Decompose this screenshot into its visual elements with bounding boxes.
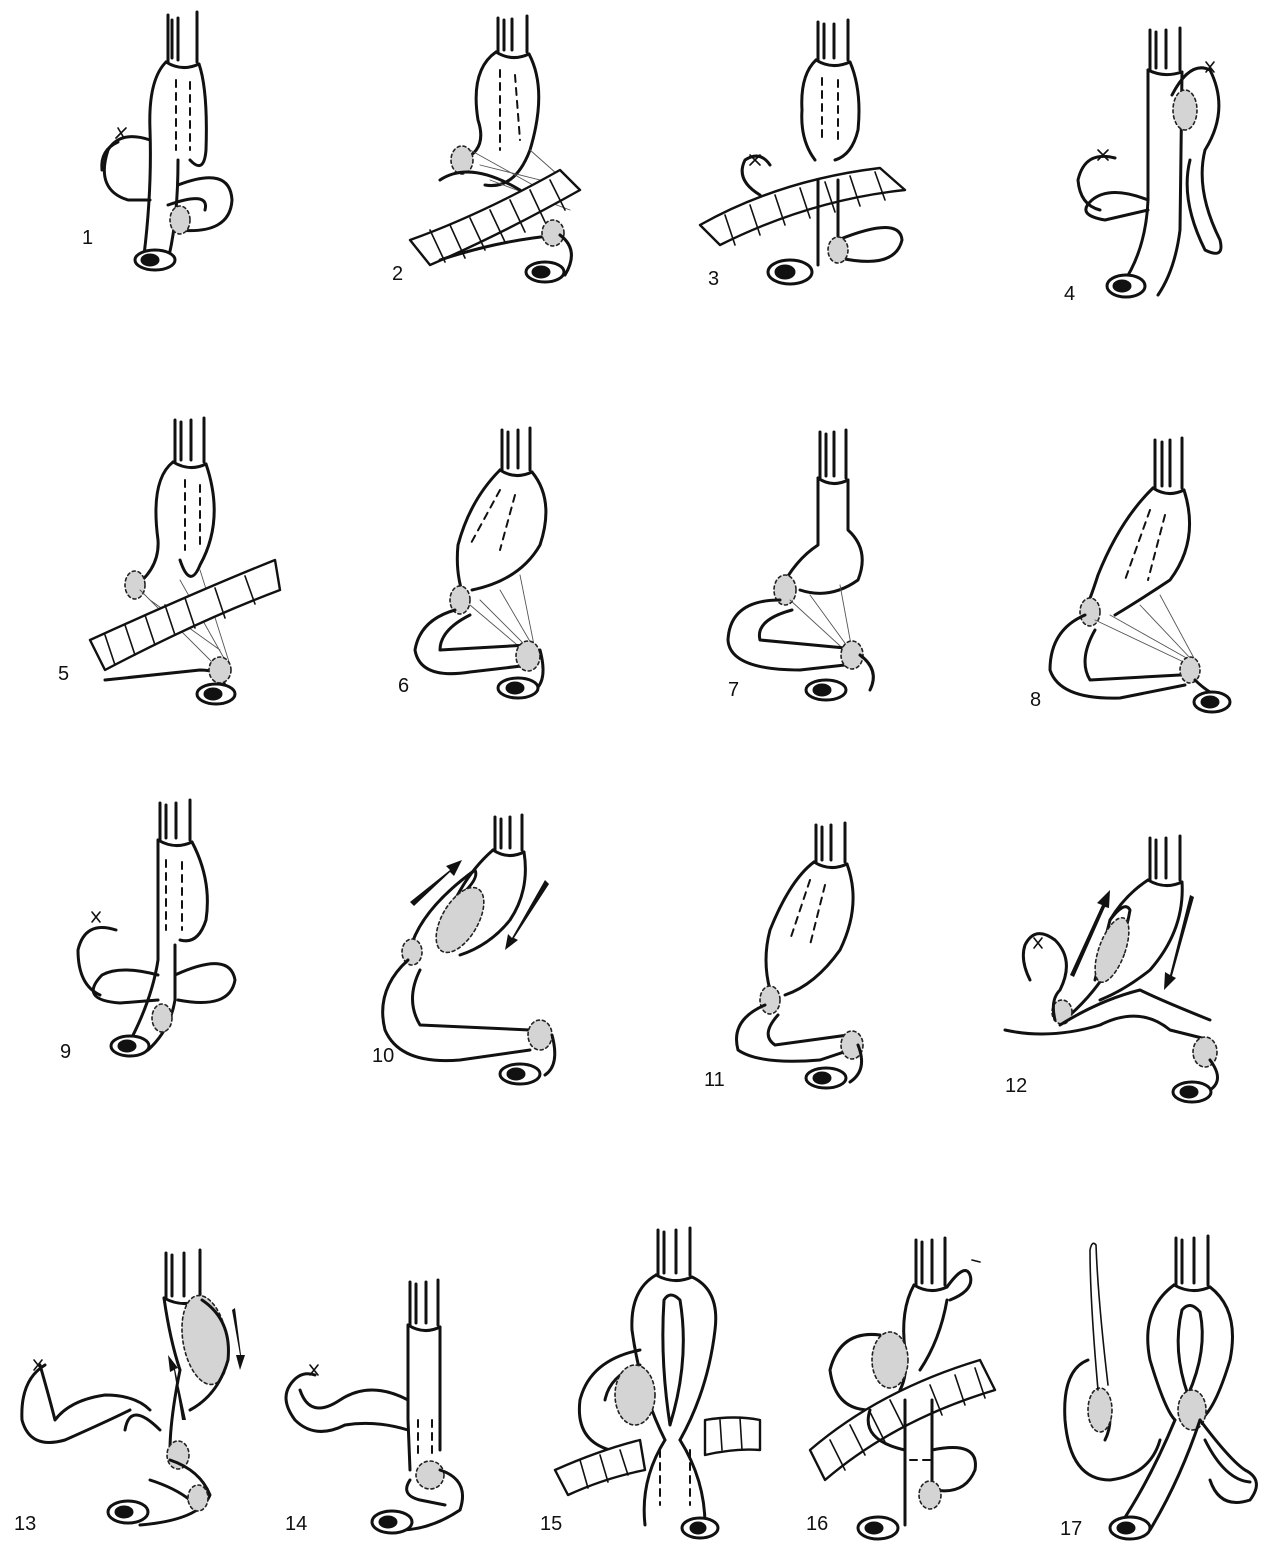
figure-8: 8 [1030, 438, 1230, 712]
esophagus-anastomosis [166, 62, 199, 68]
figure-label-17: 17 [1060, 1518, 1082, 1540]
figure-label-10: 10 [372, 1045, 394, 1067]
figure-15: 15 [540, 1228, 760, 1538]
figure-label-13: 13 [14, 1513, 36, 1535]
figure-label-15: 15 [540, 1513, 562, 1535]
figure-5: 5 [58, 418, 280, 704]
figure-label-8: 8 [1030, 689, 1041, 711]
figure-6: 6 [398, 428, 546, 698]
figure-12: 12 [1005, 836, 1218, 1102]
figure-7: 7 [728, 430, 873, 701]
figure-label-9: 9 [60, 1041, 71, 1063]
figure-label-14: 14 [285, 1513, 307, 1535]
figure-label-1: 1 [82, 227, 93, 249]
figure-label-11: 11 [704, 1069, 725, 1091]
figure-1: 1 [82, 12, 232, 270]
figure-label-6: 6 [398, 675, 409, 697]
figure-label-4: 4 [1064, 283, 1075, 305]
figure-9: 9 [60, 800, 235, 1063]
figure-3: 3 [700, 20, 905, 290]
figure-label-2: 2 [392, 263, 403, 285]
figure-17: 17 [1060, 1236, 1256, 1540]
figure-label-12: 12 [1005, 1075, 1027, 1097]
figure-4: 4 [1064, 28, 1221, 305]
figure-11: 11 [704, 823, 863, 1091]
figure-14: 14 [285, 1280, 463, 1535]
figure-label-16: 16 [806, 1513, 828, 1535]
figure-13: 13 [14, 1250, 245, 1535]
figure-2: 2 [392, 16, 580, 285]
figure-label-7: 7 [728, 679, 739, 701]
figure-label-5: 5 [58, 663, 69, 685]
figure-10: 10 [372, 815, 555, 1084]
figure-label-3: 3 [708, 268, 719, 290]
figure-16: 16 [806, 1238, 995, 1539]
